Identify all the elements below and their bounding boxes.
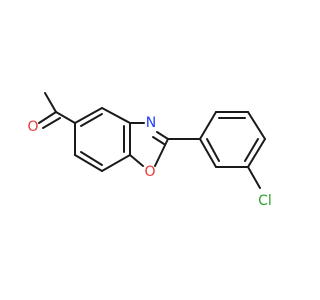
bond-ald-ring — [55, 111, 76, 124]
bond-b5-b6 — [74, 154, 103, 172]
chlorophenyl-ring — [199, 111, 266, 189]
bond-n-c2-2 — [152, 136, 165, 145]
bond-ald-double-2 — [42, 117, 61, 129]
atom-label-ring-oxygen: O — [144, 164, 155, 180]
bond-b2-b3 — [101, 107, 131, 124]
bond-ald-h — [44, 92, 57, 113]
bond-p6-p1-inner — [206, 138, 220, 162]
bond-ald-double-1 — [38, 111, 57, 124]
bond-c2-o — [154, 138, 169, 167]
aldehyde-group — [38, 92, 76, 129]
bond-p4-p5 — [247, 138, 266, 168]
bond-p4-p5-inner — [244, 138, 259, 162]
atom-label-chlorine: Cl — [258, 193, 272, 209]
bond-b1-b2-inner — [80, 113, 103, 127]
bond-p5-cl — [247, 166, 261, 189]
atom-label-nitrogen: N — [146, 115, 156, 131]
bond-b5-b6-inner — [80, 151, 103, 166]
benzene-ring-fused — [74, 107, 131, 172]
bond-b1-b2 — [74, 107, 103, 124]
bond-p6-p1 — [199, 138, 217, 168]
chemical-structure: O N O Cl — [27, 92, 272, 209]
bond-o-c7a — [129, 154, 144, 167]
bond-p3-p4 — [247, 111, 266, 140]
bond-b4-b5 — [101, 154, 131, 172]
atom-label-aldehyde-oxygen: O — [27, 119, 38, 135]
bond-n-c2-1 — [156, 131, 169, 140]
oxazole-ring — [129, 122, 169, 167]
bond-p1-p2 — [199, 111, 217, 140]
